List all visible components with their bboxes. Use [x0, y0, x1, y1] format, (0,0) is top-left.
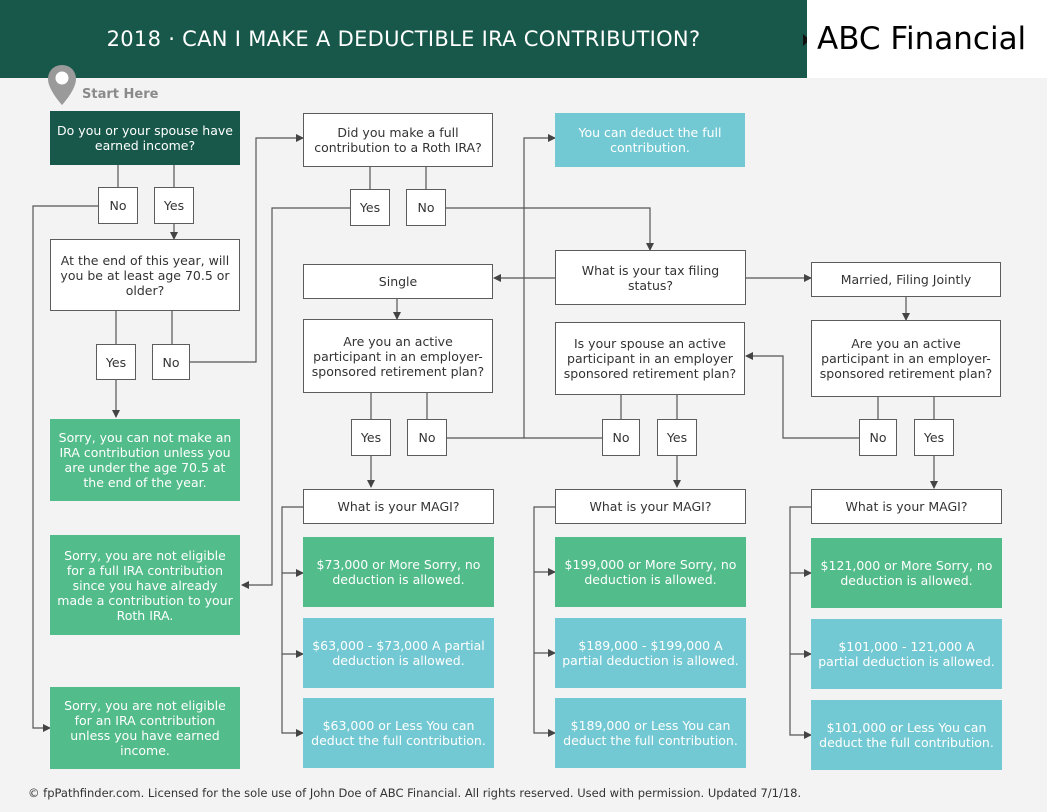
question-age: At the end of this year, will you be at … — [50, 239, 240, 311]
result-single-full-deduction: $63,000 or Less You can deduct the full … — [303, 698, 494, 768]
result-spouse-no-deduction: $199,000 or More Sorry, no deduction is … — [555, 537, 746, 607]
answer-no-spouse: No — [602, 419, 640, 456]
question-spouse-active-participant: Is your spouse an active participant in … — [555, 322, 745, 395]
answer-yes-age: Yes — [96, 344, 136, 380]
result-single-partial-deduction: $63,000 - $73,000 A partial deduction is… — [303, 618, 494, 688]
result-mfj-no-deduction: $121,000 or More Sorry, no deduction is … — [811, 538, 1002, 608]
footer-copyright: © fpPathfinder.com. Licensed for the sol… — [28, 786, 802, 800]
result-spouse-partial-deduction: $189,000 - $199,000 A partial deduction … — [555, 618, 746, 688]
question-magi-single: What is your MAGI? — [303, 489, 494, 524]
result-mfj-partial-deduction: $101,000 - 121,000 A partial deduction i… — [811, 619, 1002, 689]
result-full-deduction: You can deduct the full contribution. — [555, 113, 745, 167]
answer-yes-spouse: Yes — [657, 419, 697, 456]
answer-no-earned: No — [98, 187, 138, 224]
answer-no-roth: No — [406, 189, 446, 226]
page-title: 2018 · CAN I MAKE A DEDUCTIBLE IRA CONTR… — [106, 27, 701, 51]
question-mfj-active-participant: Are you an active participant in an empl… — [811, 320, 1001, 397]
result-age-ineligible: Sorry, you can not make an IRA contribut… — [50, 419, 240, 501]
answer-yes-mfj: Yes — [914, 419, 954, 456]
status-single: Single — [303, 264, 493, 299]
answer-yes-earned: Yes — [154, 187, 194, 224]
map-pin-icon — [48, 65, 76, 105]
result-mfj-full-deduction: $101,000 or Less You can deduct the full… — [811, 700, 1002, 770]
result-single-no-deduction: $73,000 or More Sorry, no deduction is a… — [303, 537, 494, 607]
answer-no-single: No — [407, 419, 447, 456]
question-roth-contribution: Did you make a full contribution to a Ro… — [303, 113, 493, 167]
question-magi-spouse: What is your MAGI? — [555, 489, 746, 524]
question-magi-mfj: What is your MAGI? — [811, 489, 1002, 524]
result-spouse-full-deduction: $189,000 or Less You can deduct the full… — [555, 698, 746, 768]
question-single-active-participant: Are you an active participant in an empl… — [303, 319, 493, 393]
header-bar: 2018 · CAN I MAKE A DEDUCTIBLE IRA CONTR… — [0, 0, 807, 78]
answer-yes-roth: Yes — [350, 189, 390, 226]
brand-arrow-icon — [803, 34, 810, 46]
status-married-filing-jointly: Married, Filing Jointly — [811, 262, 1001, 297]
answer-yes-single: Yes — [351, 419, 391, 456]
answer-no-age: No — [152, 344, 190, 380]
start-label: Start Here — [82, 87, 159, 102]
result-no-earned-income: Sorry, you are not eligible for an IRA c… — [50, 687, 240, 769]
brand-logo: ABC Financial — [807, 0, 1047, 78]
result-roth-ineligible: Sorry, you are not eligible for a full I… — [50, 535, 240, 635]
question-filing-status: What is your tax filing status? — [555, 250, 746, 305]
answer-no-mfj: No — [859, 419, 897, 456]
question-earned-income: Do you or your spouse have earned income… — [50, 111, 240, 165]
